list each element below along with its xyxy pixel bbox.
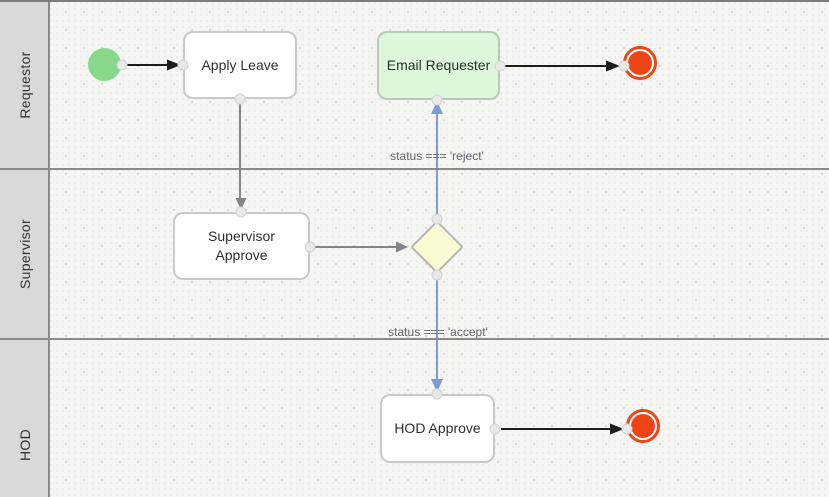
lane-label-supervisor: Supervisor: [17, 219, 33, 289]
flow-supervisor-approve-to-gateway[interactable]: [313, 241, 408, 253]
task-apply-leave[interactable]: Apply Leave: [183, 31, 297, 99]
endpoint-supervisor-top[interactable]: [235, 206, 247, 218]
diagram-top-border: [0, 0, 829, 2]
task-email-requester[interactable]: Email Requester: [377, 31, 500, 100]
endpoint-hod-top[interactable]: [431, 388, 443, 400]
condition-label-accept[interactable]: status === 'accept': [388, 325, 488, 339]
endpoint-gateway-top[interactable]: [431, 213, 443, 225]
endpoint-start-right[interactable]: [116, 59, 128, 71]
flow-email-requester-to-end[interactable]: [504, 60, 620, 72]
task-hod-approve-label: HOD Approve: [394, 420, 481, 436]
task-supervisor-approve[interactable]: Supervisor Approve: [173, 212, 310, 280]
lane-label-requestor: Requestor: [17, 51, 33, 119]
endpoint-hod-right[interactable]: [489, 423, 501, 435]
endpoint-end-hod-left[interactable]: [621, 423, 633, 435]
task-apply-leave-label: Apply Leave: [201, 56, 279, 73]
decision-gateway-icon[interactable]: [410, 220, 464, 274]
flow-start-to-apply-leave[interactable]: [126, 59, 181, 71]
lane-label-hod: HOD: [17, 428, 33, 462]
flow-hod-approve-to-end[interactable]: [501, 423, 624, 435]
condition-label-reject[interactable]: status === 'reject': [390, 149, 484, 163]
lane-separator-1: [0, 168, 829, 170]
task-hod-approve[interactable]: HOD Approve: [380, 394, 495, 463]
endpoint-email-requester-right[interactable]: [494, 60, 506, 72]
lane-separator-2: [0, 338, 829, 340]
task-supervisor-approve-label: Supervisor Approve: [208, 228, 275, 263]
endpoint-supervisor-right[interactable]: [304, 241, 316, 253]
endpoint-end-requestor-left[interactable]: [618, 60, 630, 72]
endpoint-email-requester-bottom[interactable]: [431, 94, 443, 106]
task-email-requester-label: Email Requester: [386, 57, 491, 73]
endpoint-apply-leave-bottom[interactable]: [234, 93, 246, 105]
start-event-icon[interactable]: [88, 48, 121, 81]
flow-apply-leave-to-supervisor-approve[interactable]: [235, 101, 247, 210]
lane-header-column[interactable]: [0, 0, 50, 497]
endpoint-gateway-bottom[interactable]: [431, 269, 443, 281]
endpoint-apply-leave-left[interactable]: [177, 59, 189, 71]
